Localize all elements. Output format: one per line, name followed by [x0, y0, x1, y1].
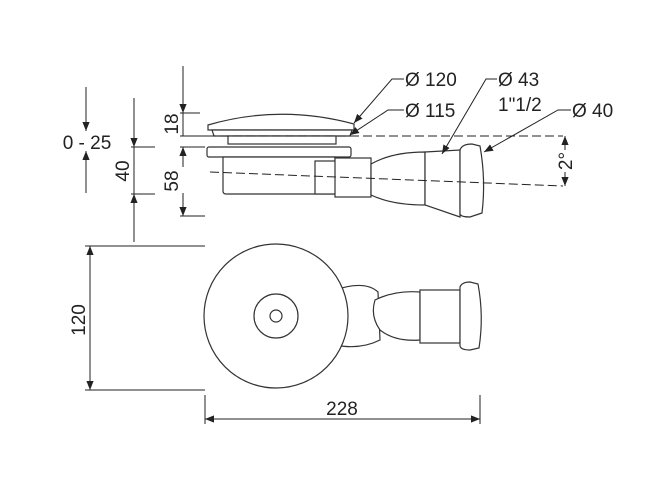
grate-height-label: 18: [162, 113, 183, 134]
cap-stem: [227, 135, 337, 145]
side-view: 2° 18 58 40 0 - 25 Ø 120 Ø 115 Ø 43: [58, 66, 613, 242]
total-length-label: 228: [326, 399, 358, 420]
pipe-end-cap: [459, 143, 485, 218]
outlet-diameter-label: Ø 43: [498, 70, 539, 91]
adjustment-range-label: 0 - 25: [63, 133, 112, 154]
slope-axis: [209, 171, 564, 187]
grate-diameter-leader: [353, 78, 404, 124]
body-flange: [206, 146, 352, 158]
pipe-sleeve: [424, 149, 461, 218]
top-pipe-sleeve: [419, 289, 461, 344]
outlet-diameter-leader: [441, 78, 497, 155]
pipe-diameter-label: Ø 40: [572, 101, 613, 122]
flange-diameter-label: Ø 115: [405, 101, 455, 122]
top-pipe-end-cap: [459, 281, 482, 351]
flange-diameter-leader: [349, 109, 404, 136]
top-view: 120 228: [69, 243, 482, 424]
drain-body: [222, 156, 336, 195]
body-height-label: 58: [162, 170, 183, 191]
pipe-diameter-leader: [483, 109, 571, 153]
top-grate-hole: [269, 309, 283, 323]
cap-rim: [211, 129, 353, 137]
height-40-label: 40: [113, 160, 134, 181]
grate-diameter-label: Ø 120: [405, 70, 457, 91]
top-pipe-neck: [372, 291, 421, 341]
pipe-segment-1: [314, 160, 337, 195]
top-diameter-label: 120: [69, 304, 90, 336]
thread-size-label: 1"1/2: [498, 95, 542, 116]
grate-cap: [207, 113, 355, 131]
slope-angle-label: 2°: [556, 152, 577, 170]
